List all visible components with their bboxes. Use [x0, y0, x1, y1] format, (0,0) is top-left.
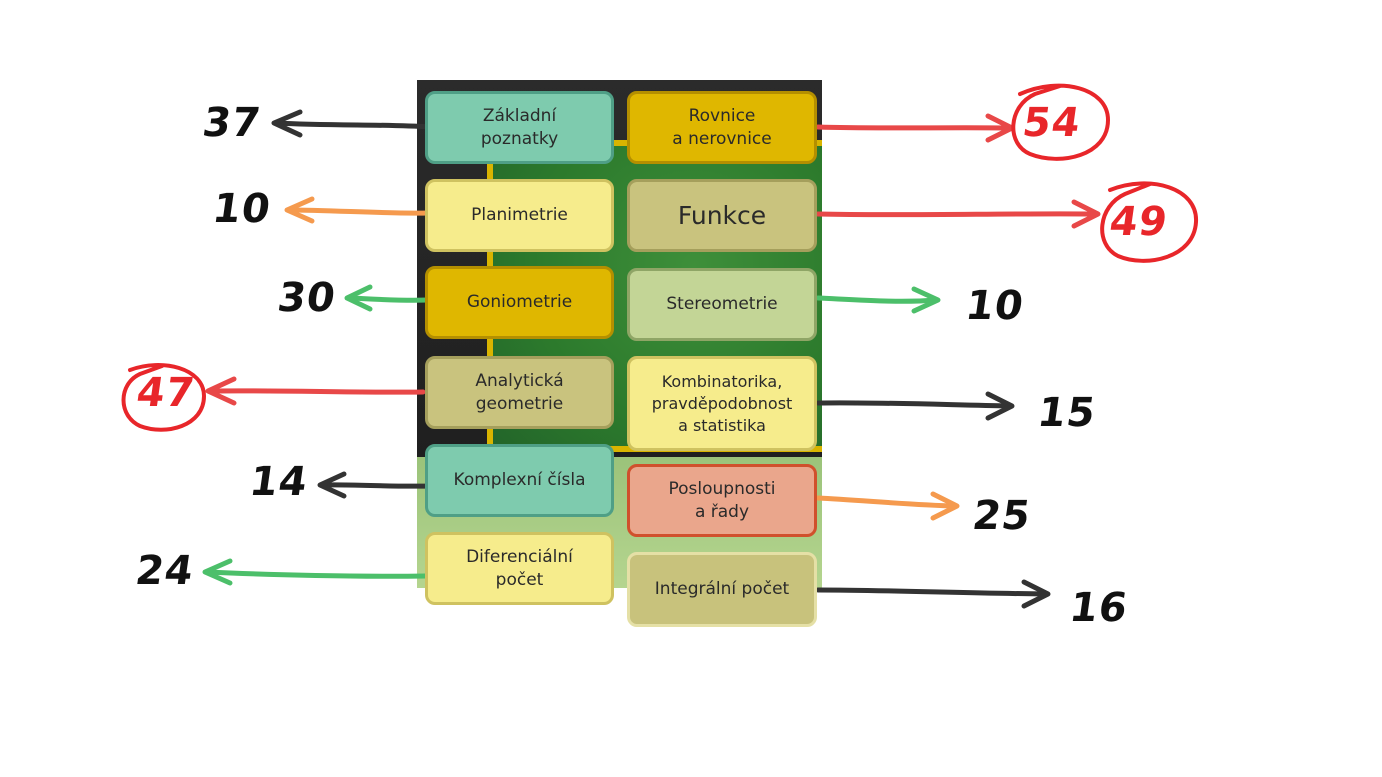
count-rovnice-a-nerovnice: 54 — [1019, 100, 1084, 146]
tile-funkce[interactable]: Funkce — [627, 179, 817, 252]
arrow-stereometrie — [815, 286, 941, 314]
arrow-analyticka — [205, 376, 426, 406]
tile-diferencialni-pocet[interactable]: Diferenciální počet — [425, 532, 614, 605]
arrow-diferencialni — [202, 558, 429, 586]
count-diferencialni-pocet: 24 — [132, 548, 197, 594]
tile-stereometrie[interactable]: Stereometrie — [627, 268, 817, 341]
count-analyticka-geometrie: 47 — [133, 370, 198, 416]
arrow-posloupnosti — [815, 491, 960, 521]
tile-rovnice-a-nerovnice[interactable]: Rovnice a nerovnice — [627, 91, 817, 164]
arrow-zakladni — [271, 109, 431, 138]
count-komplexni-cisla: 14 — [246, 459, 311, 505]
arrow-planimetrie — [284, 196, 431, 224]
tile-planimetrie[interactable]: Planimetrie — [425, 179, 614, 252]
tile-posloupnosti-a-rady[interactable]: Posloupnosti a řady — [627, 464, 817, 537]
count-planimetrie: 10 — [209, 186, 274, 232]
tile-kombinatorika[interactable]: Kombinatorika, pravděpodobnost a statist… — [627, 356, 817, 451]
tile-analyticka-geometrie[interactable]: Analytická geometrie — [425, 356, 614, 429]
tile-zakladni-poznatky[interactable]: Základní poznatky — [425, 91, 614, 164]
count-kombinatorika: 15 — [1034, 390, 1099, 436]
arrow-integralni — [815, 579, 1051, 609]
count-zakladni-poznatky: 37 — [199, 100, 264, 146]
count-integralni-pocet: 16 — [1066, 585, 1131, 631]
tile-goniometrie[interactable]: Goniometrie — [425, 266, 614, 339]
circle-funkce — [1100, 181, 1199, 263]
count-stereometrie: 10 — [962, 283, 1027, 329]
arrow-kombinatorika — [815, 391, 1015, 421]
circle-analyticka — [121, 363, 207, 432]
arrow-komplexni — [317, 471, 431, 499]
arrow-goniometrie — [344, 284, 431, 312]
count-posloupnosti-a-rady: 25 — [969, 493, 1034, 539]
arrow-funkce — [815, 199, 1101, 229]
tile-komplexni-cisla[interactable]: Komplexní čísla — [425, 444, 614, 517]
arrow-rovnice — [815, 113, 1015, 143]
count-funkce: 49 — [1106, 199, 1171, 245]
circle-rovnice — [1011, 83, 1111, 161]
count-goniometrie: 30 — [274, 275, 339, 321]
tile-integralni-pocet[interactable]: Integrální počet — [627, 552, 817, 627]
